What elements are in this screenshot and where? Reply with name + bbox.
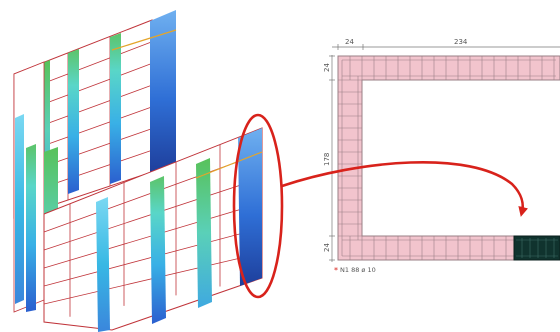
dim-left-middle-height: 178 bbox=[323, 153, 331, 166]
dim-top-left-width: 24 bbox=[345, 38, 354, 46]
back-column-3 bbox=[110, 33, 121, 184]
rebar-cells bbox=[338, 56, 556, 260]
front-column-4 bbox=[238, 128, 262, 286]
dim-left-bottom-height: 24 bbox=[323, 243, 331, 252]
dim-top-span: 234 bbox=[454, 38, 468, 46]
section-outline bbox=[337, 55, 560, 261]
dim-left-top-height: 24 bbox=[323, 63, 331, 72]
back-column-2 bbox=[68, 49, 79, 194]
highlight-ellipse bbox=[232, 113, 284, 299]
dimension-lines bbox=[329, 44, 560, 262]
connector-arrow bbox=[281, 160, 529, 217]
front-column-2 bbox=[150, 176, 166, 324]
note-marker: * bbox=[334, 266, 338, 275]
note-text: N1 88 ø 10 bbox=[340, 266, 376, 274]
highlighted-wall-end bbox=[513, 235, 560, 261]
plan-section-drawing: 24 234 24 178 24 * N1 88 ø 10 bbox=[323, 38, 560, 275]
front-column-3 bbox=[196, 158, 212, 308]
front-wall bbox=[43, 127, 263, 332]
wall-3d-model bbox=[13, 10, 284, 332]
front-column-1 bbox=[96, 197, 110, 332]
back-column-4 bbox=[150, 10, 176, 172]
